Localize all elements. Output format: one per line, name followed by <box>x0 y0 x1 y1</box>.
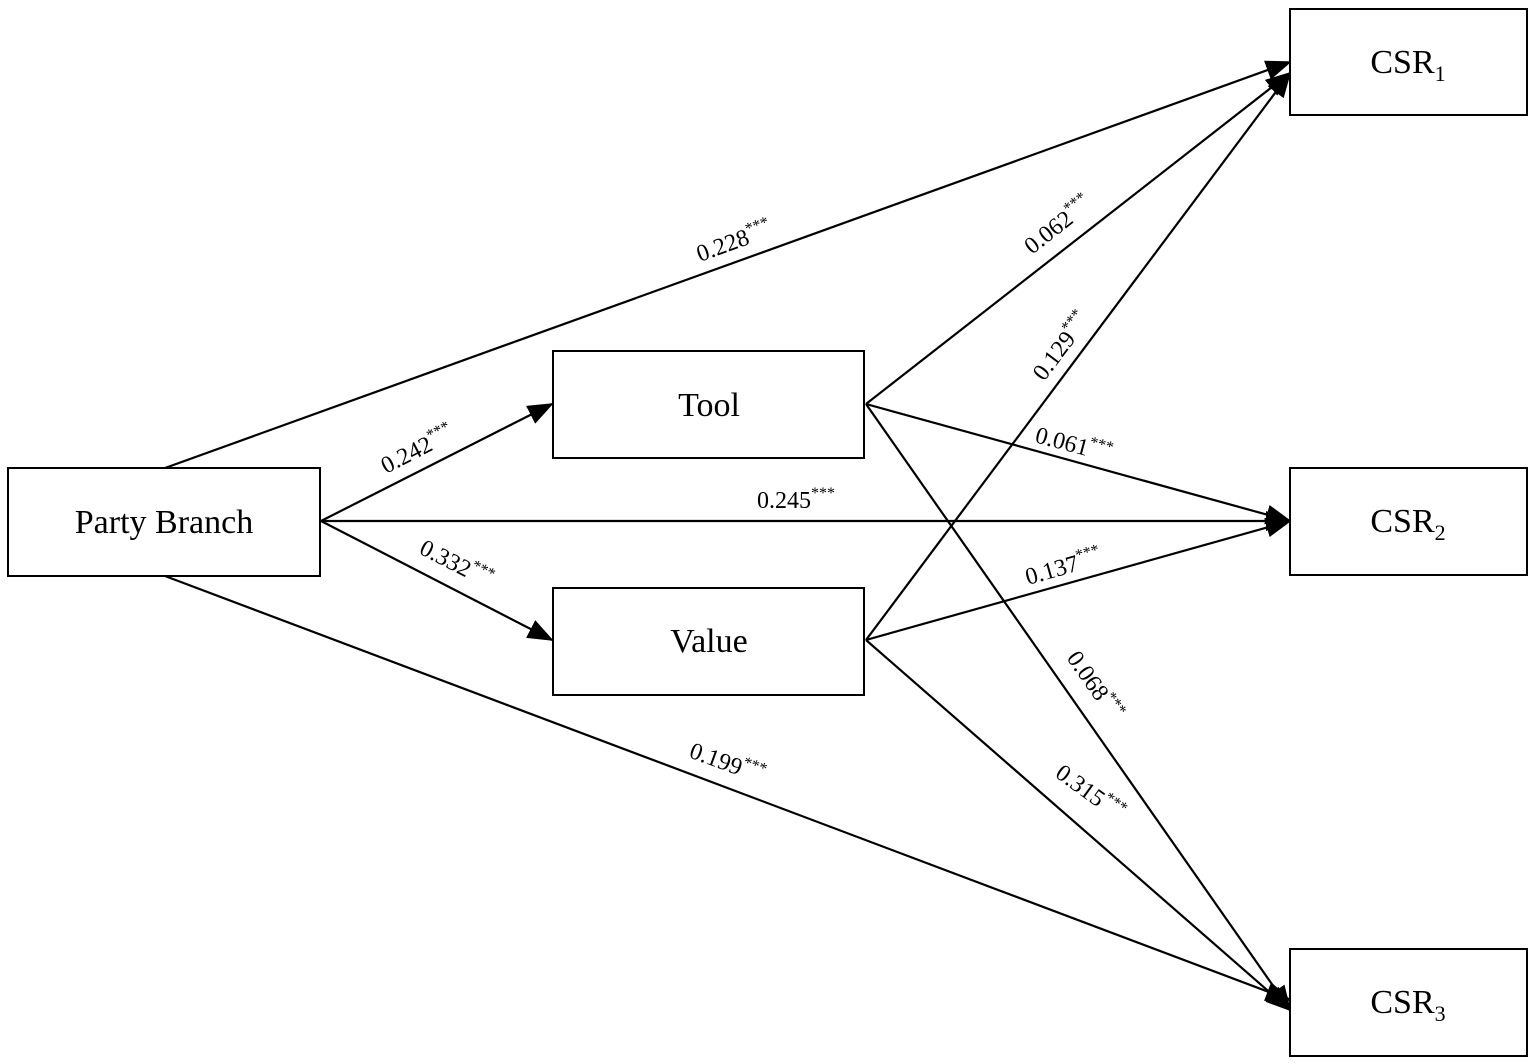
node-party-branch: Party Branch <box>7 467 321 577</box>
edge-party-branch-csr1 <box>164 60 1292 470</box>
coef-party-branch-csr3: 0.199*** <box>686 735 769 789</box>
coef-tool-csr3: 0.068*** <box>1061 645 1129 726</box>
edge-party-branch-value <box>320 520 554 641</box>
node-value-label: Value <box>670 623 747 660</box>
edge-tool-csr2 <box>865 402 1292 525</box>
edge-tool-csr3 <box>865 403 1292 1012</box>
node-csr3: CSR3 <box>1289 948 1528 1057</box>
edge-value-csr2 <box>865 517 1292 642</box>
node-tool: Tool <box>552 350 865 459</box>
edge-tool-csr1 <box>865 71 1292 405</box>
node-tool-label: Tool <box>678 387 740 424</box>
coef-party-branch-value: 0.332*** <box>415 533 498 594</box>
edge-value-csr1 <box>865 71 1292 641</box>
coef-value-csr3: 0.315*** <box>1050 757 1130 826</box>
edge-party-branch-csr3 <box>164 574 1292 1002</box>
coef-party-branch-tool: 0.242*** <box>376 418 459 479</box>
node-party-branch-label: Party Branch <box>75 504 253 541</box>
coef-tool-csr1: 0.062*** <box>1018 189 1097 260</box>
edge-party-branch-tool <box>320 403 554 522</box>
node-csr1: CSR1 <box>1289 8 1528 116</box>
coef-party-branch-csr1: 0.228*** <box>692 214 775 268</box>
edge-value-csr3 <box>865 639 1292 1012</box>
node-csr1-label: CSR1 <box>1370 44 1445 86</box>
coef-value-csr2: 0.137*** <box>1022 541 1105 590</box>
node-value: Value <box>552 587 865 696</box>
node-csr3-label: CSR3 <box>1370 984 1445 1026</box>
coef-party-branch-csr2: 0.245*** <box>757 485 835 514</box>
node-csr2: CSR2 <box>1289 467 1528 576</box>
node-csr2-label: CSR2 <box>1370 503 1445 545</box>
